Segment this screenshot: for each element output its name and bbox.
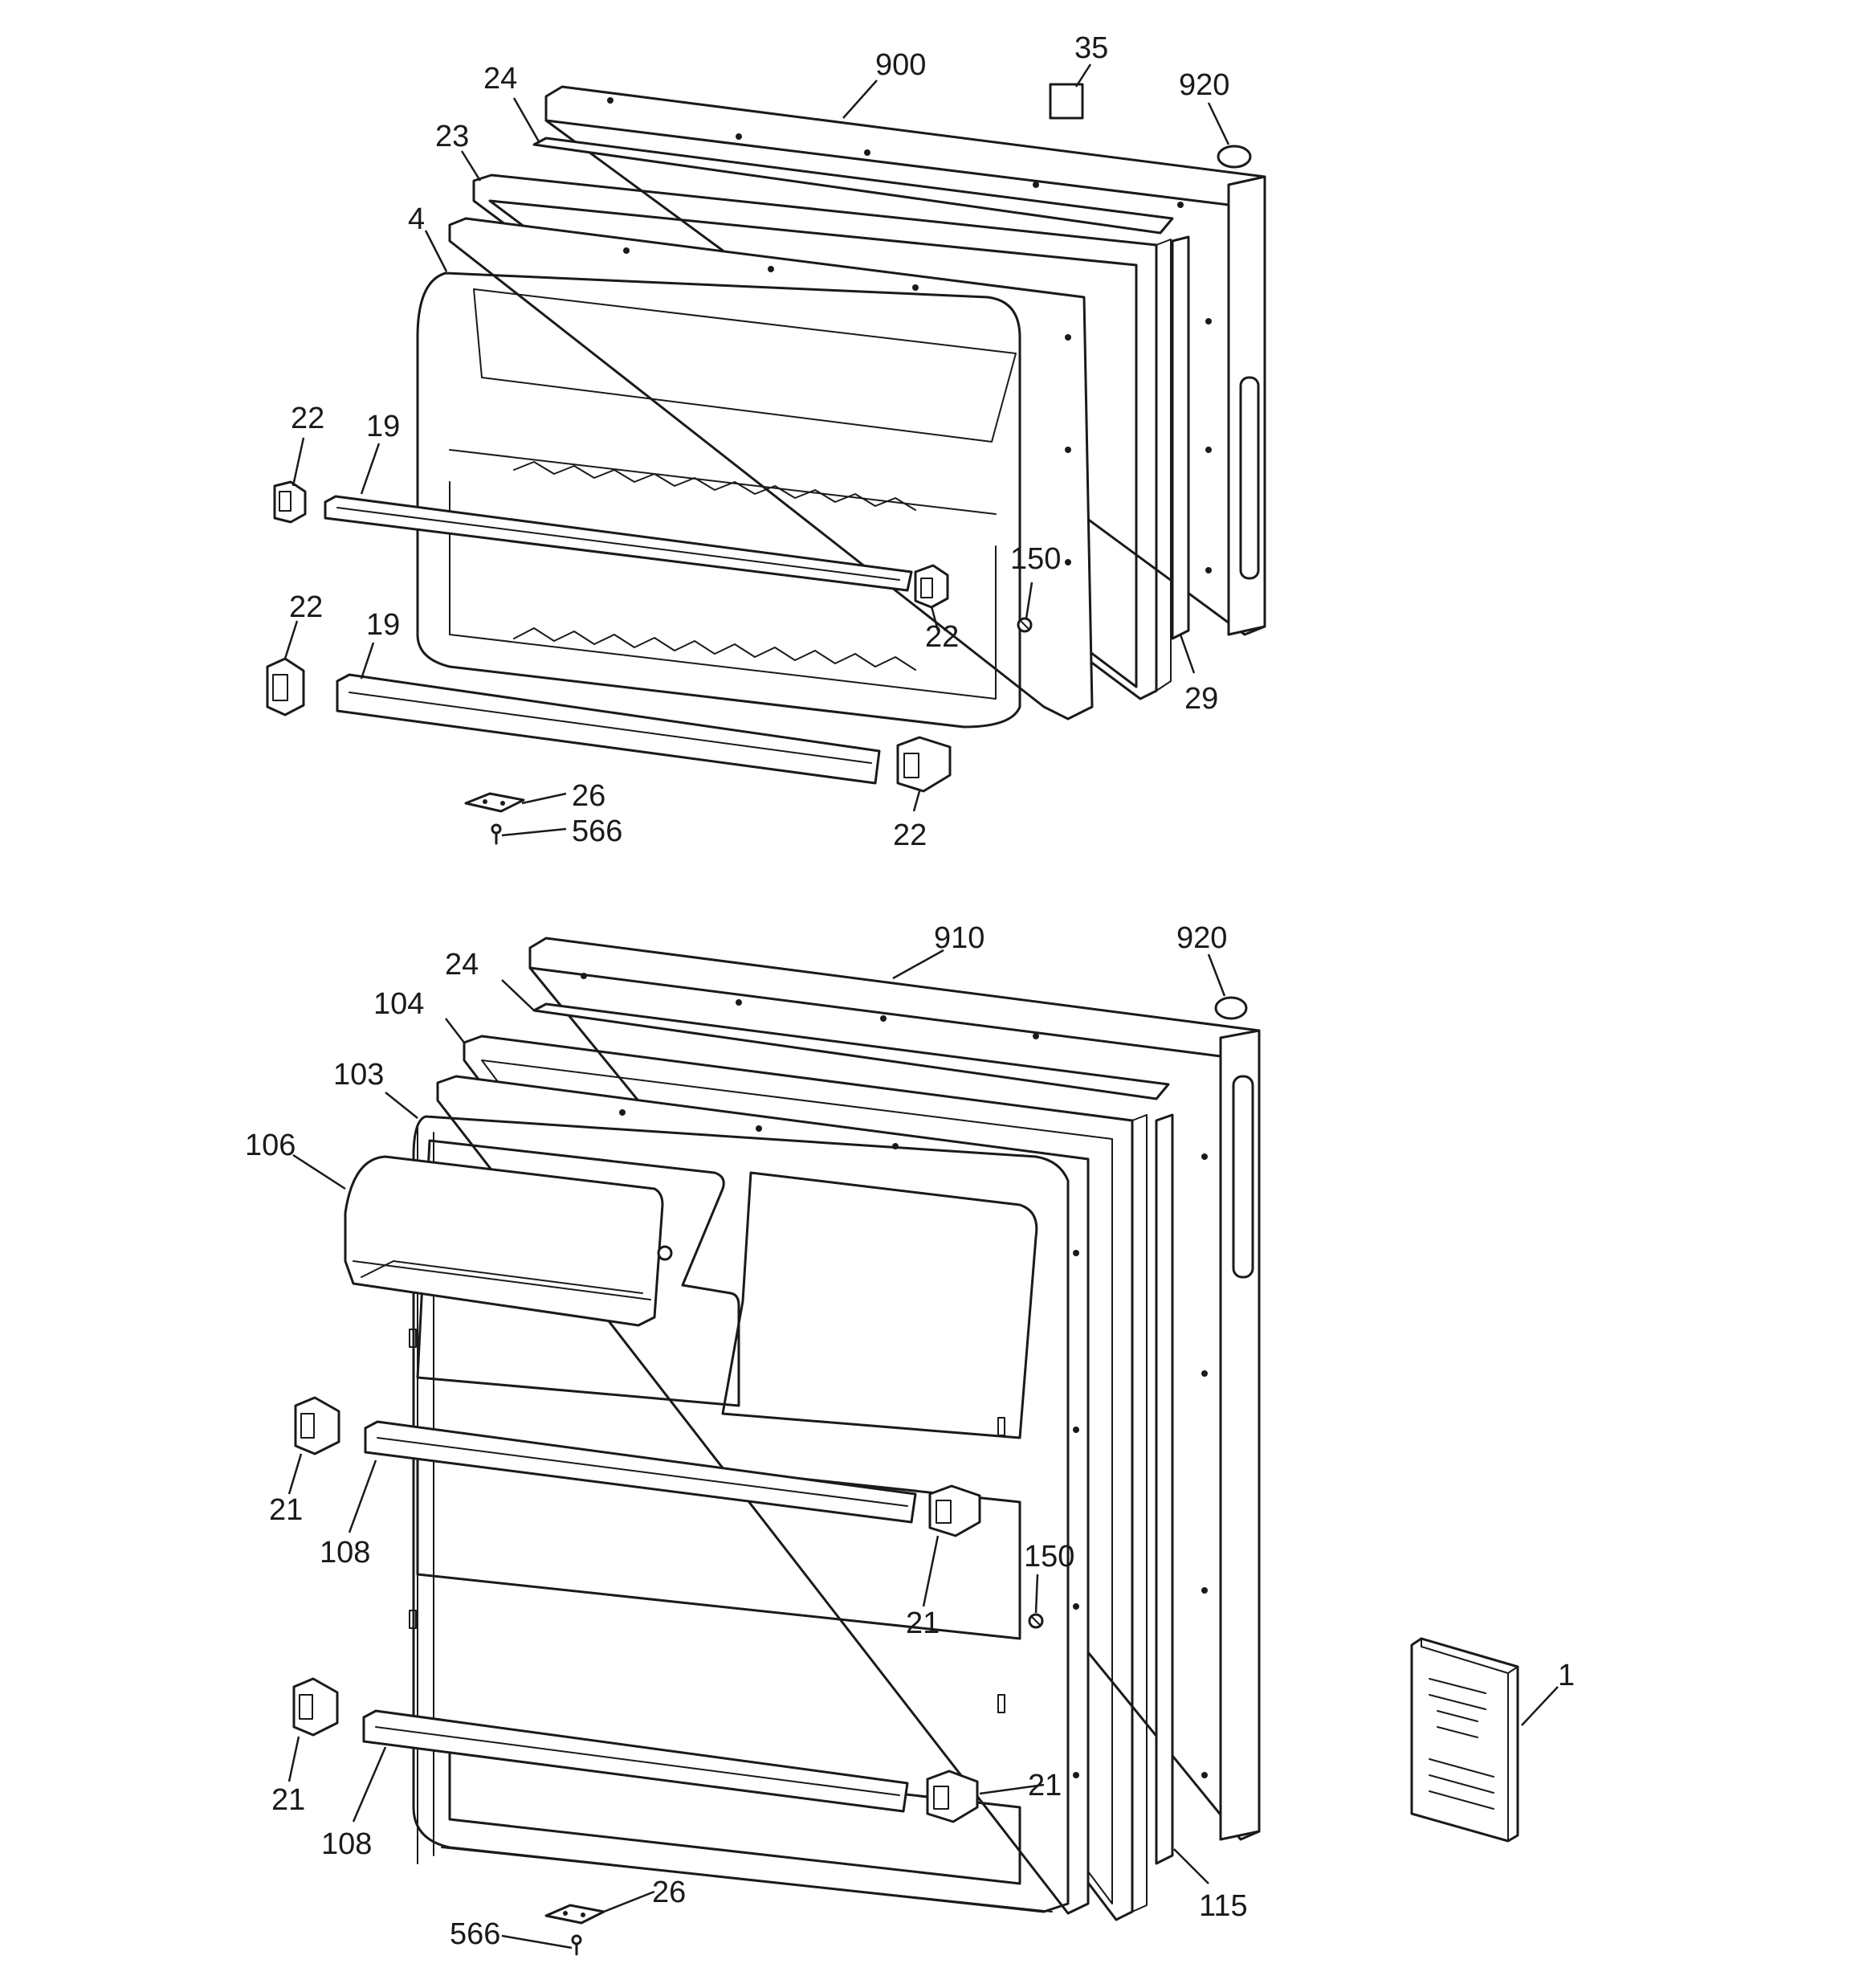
upper-door-assembly bbox=[266, 63, 1266, 845]
label-22-b: 22 bbox=[925, 620, 959, 654]
label-566-lower: 566 bbox=[450, 1917, 500, 1951]
bar-clip-22-right-lower bbox=[896, 736, 952, 793]
plug-920 bbox=[1217, 145, 1252, 169]
hinge-plate-26-upper bbox=[464, 792, 525, 813]
label-1: 1 bbox=[1558, 1659, 1575, 1692]
inner-liner-4 bbox=[416, 217, 1094, 729]
screw-566-lower bbox=[571, 1934, 582, 1956]
label-22-d: 22 bbox=[893, 818, 927, 852]
screw-150-lower bbox=[1028, 1613, 1044, 1629]
label-24-lower: 24 bbox=[445, 948, 479, 982]
bar-clip-21-right-lower bbox=[926, 1770, 979, 1823]
bar-clip-22-right-upper bbox=[914, 564, 949, 609]
label-19-b: 19 bbox=[366, 608, 400, 642]
label-104: 104 bbox=[373, 987, 424, 1021]
upper-leader-lines bbox=[283, 63, 1230, 837]
label-29: 29 bbox=[1184, 682, 1218, 716]
shelf-bar-19-lower bbox=[336, 673, 881, 785]
lower-part-labels: 910 920 24 104 103 106 21 108 21 150 1 2… bbox=[245, 921, 1575, 1951]
label-21-d: 21 bbox=[1028, 1769, 1062, 1802]
label-150-lower: 150 bbox=[1024, 1540, 1074, 1574]
label-21-a: 21 bbox=[269, 1493, 303, 1527]
label-115: 115 bbox=[1199, 1889, 1248, 1923]
lower-leader-lines bbox=[287, 949, 1559, 1949]
label-910: 910 bbox=[934, 921, 984, 955]
bar-clip-21-left-upper bbox=[294, 1396, 340, 1455]
trim-strip-24-lower bbox=[532, 1002, 1170, 1100]
bar-clip-21-right-upper bbox=[928, 1484, 981, 1537]
pad-35 bbox=[1049, 83, 1084, 120]
label-22-a: 22 bbox=[291, 402, 324, 435]
hinge-plate-26-lower bbox=[544, 1904, 605, 1925]
plug-920-lower bbox=[1214, 996, 1248, 1020]
shelf-bar-108-lower bbox=[362, 1709, 909, 1813]
label-26-upper: 26 bbox=[572, 779, 605, 813]
bar-clip-22-left-lower bbox=[266, 657, 305, 716]
dairy-door-106 bbox=[344, 1155, 673, 1327]
owners-manual-1 bbox=[1410, 1637, 1519, 1843]
label-108-b: 108 bbox=[321, 1827, 372, 1861]
label-4: 4 bbox=[408, 202, 425, 236]
label-106: 106 bbox=[245, 1129, 296, 1162]
side-strip-115 bbox=[1155, 1113, 1174, 1865]
label-920: 920 bbox=[1179, 68, 1229, 102]
shelf-bar-108-upper bbox=[364, 1420, 917, 1524]
upper-part-labels: 900 35 920 24 23 4 22 19 22 150 29 22 19… bbox=[289, 31, 1229, 852]
label-24: 24 bbox=[483, 62, 517, 96]
lower-door-assembly bbox=[287, 937, 1559, 1956]
label-900: 900 bbox=[875, 48, 926, 82]
screw-566-upper bbox=[491, 823, 502, 845]
label-35: 35 bbox=[1074, 31, 1108, 65]
bar-clip-21-left-lower bbox=[292, 1677, 339, 1737]
trim-strip-24 bbox=[532, 137, 1174, 235]
label-103: 103 bbox=[333, 1058, 384, 1092]
label-108-a: 108 bbox=[320, 1536, 370, 1570]
screw-150-upper bbox=[1017, 617, 1033, 633]
label-150-upper: 150 bbox=[1010, 542, 1061, 576]
side-strip-29 bbox=[1171, 235, 1190, 640]
label-26-lower: 26 bbox=[652, 1876, 686, 1909]
label-566-upper: 566 bbox=[572, 814, 622, 848]
shelf-bar-19-upper bbox=[324, 495, 913, 592]
label-21-b: 21 bbox=[906, 1606, 940, 1640]
label-21-c: 21 bbox=[271, 1783, 305, 1817]
label-920-lower: 920 bbox=[1176, 921, 1227, 955]
bar-clip-22-left-upper bbox=[273, 480, 307, 524]
label-22-c: 22 bbox=[289, 590, 323, 624]
label-19-a: 19 bbox=[366, 410, 400, 443]
label-23: 23 bbox=[435, 120, 469, 153]
